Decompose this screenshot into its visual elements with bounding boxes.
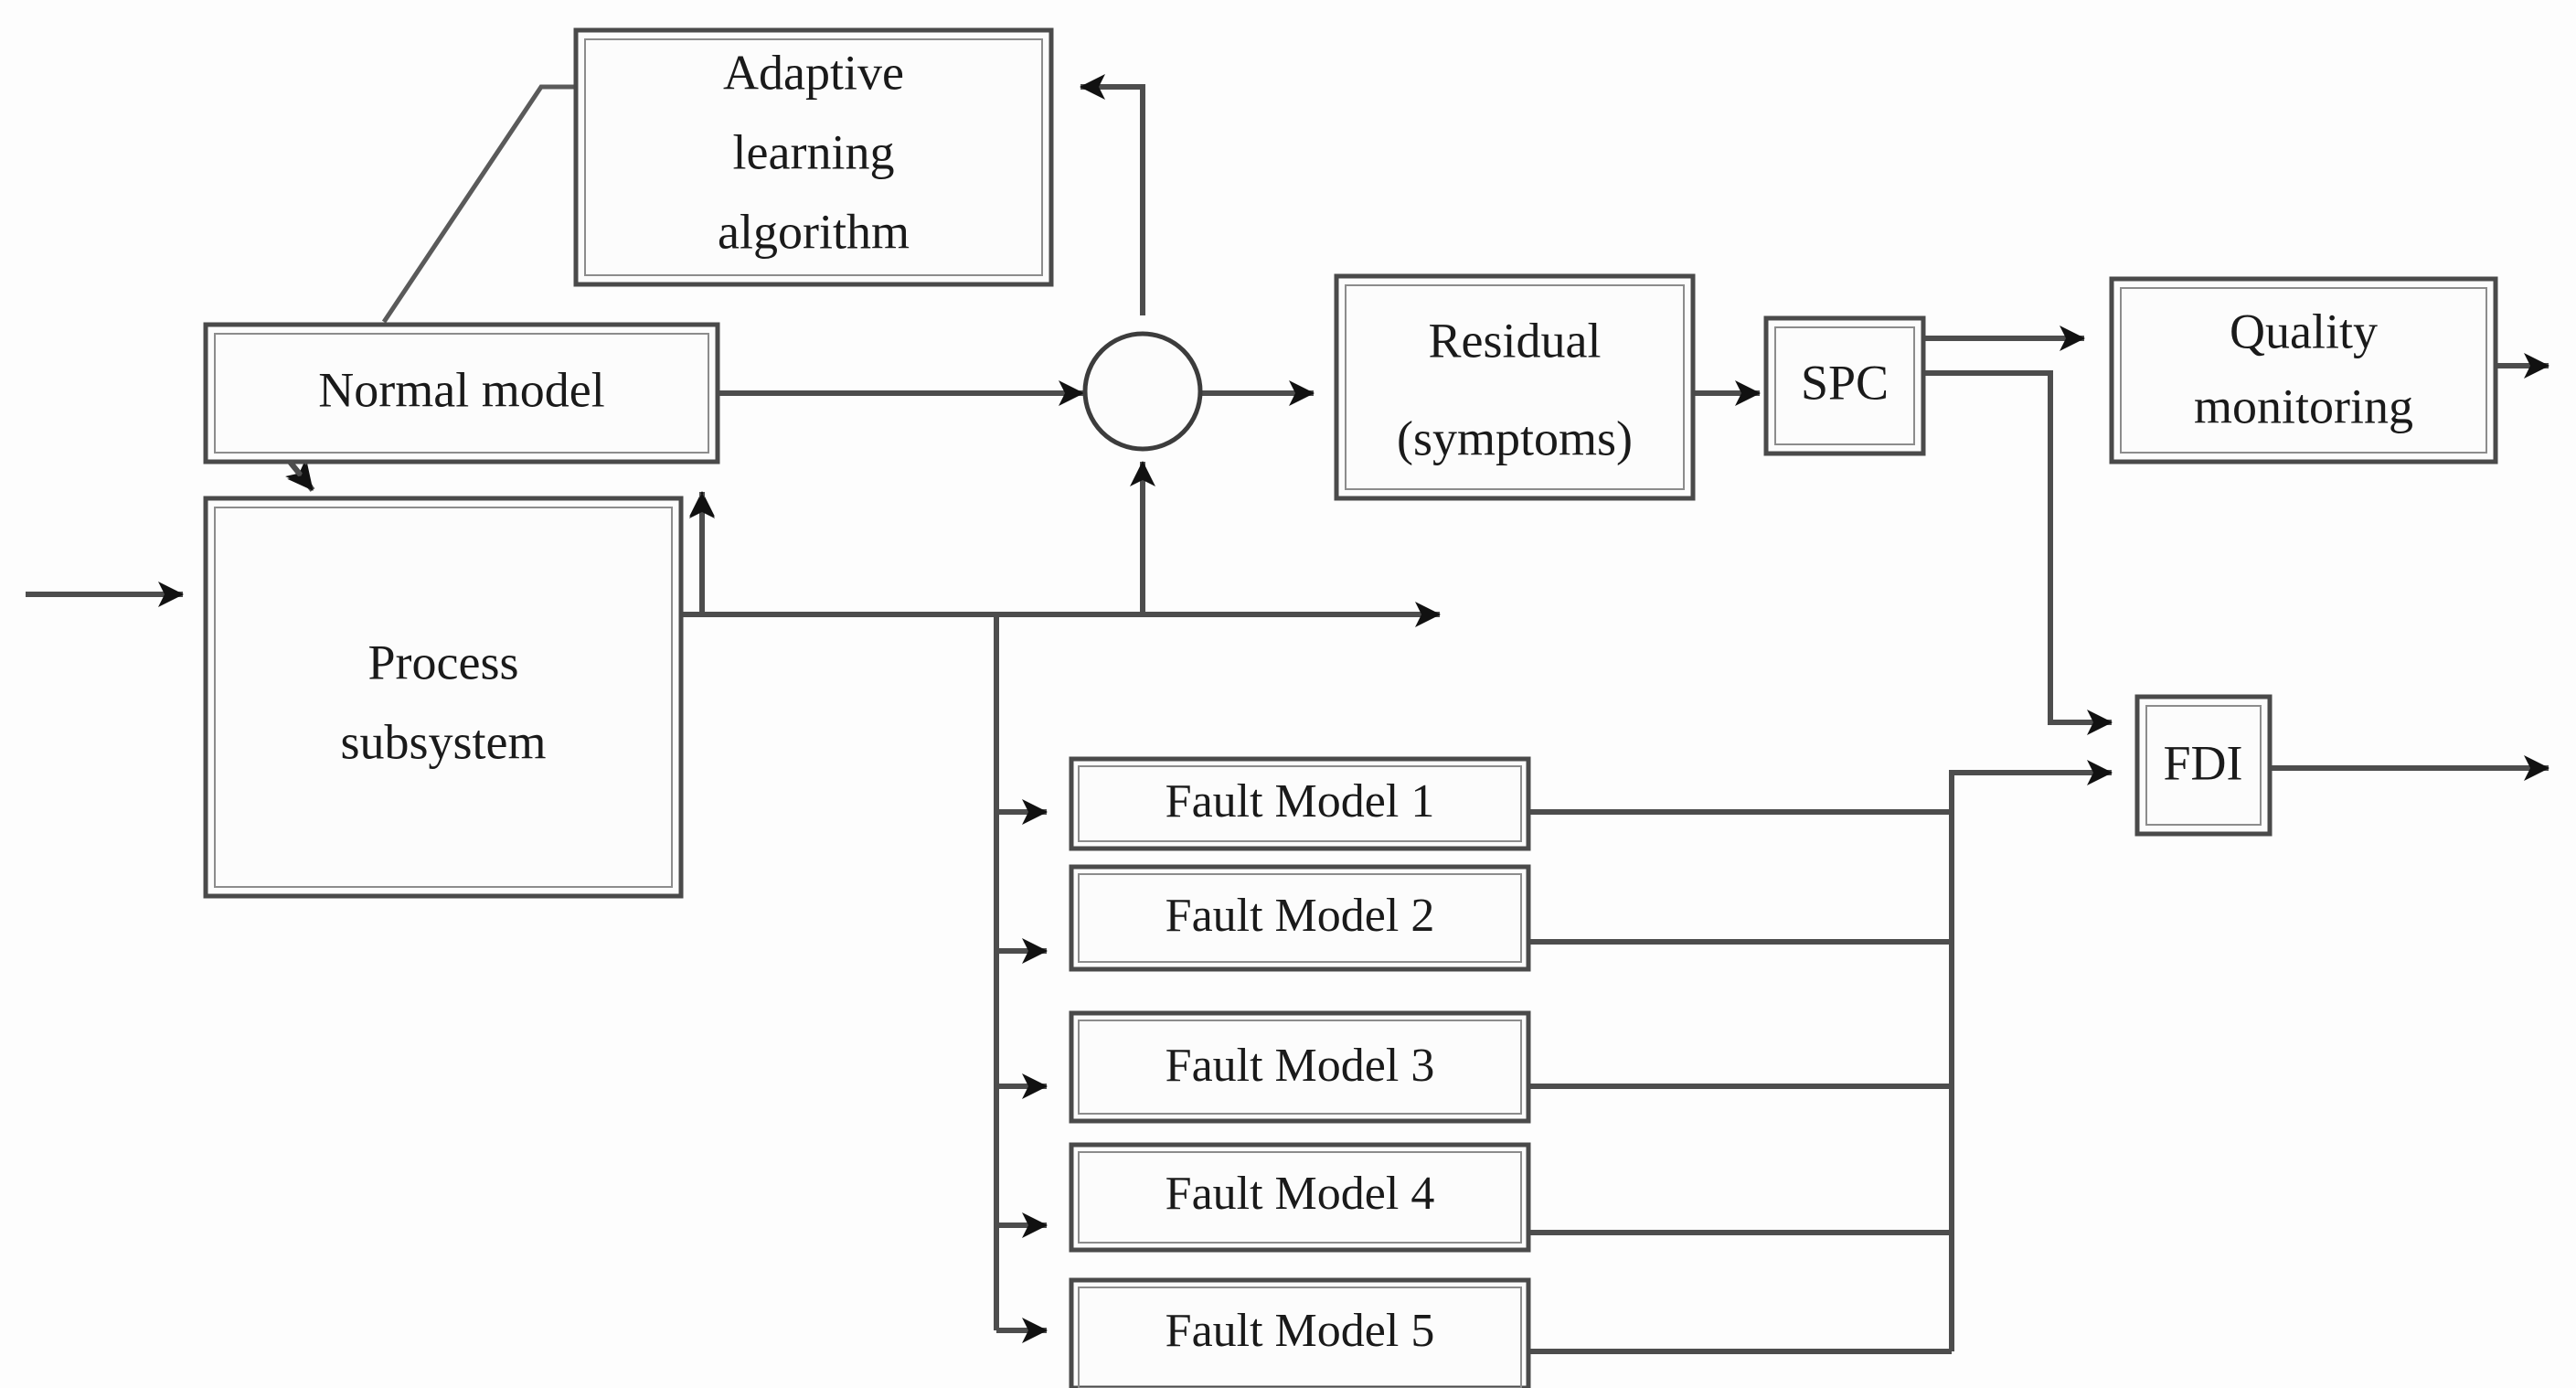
summing-junction[interactable] — [1082, 331, 1203, 452]
block-fault-model-1[interactable]: Fault Model 1 — [1069, 756, 1531, 851]
block-quality-monitoring[interactable]: Quality monitoring — [2109, 276, 2498, 464]
fault-model-3-label: Fault Model 3 — [1166, 1040, 1435, 1092]
block-residual[interactable]: Residual (symptoms) — [1334, 273, 1696, 501]
process-subsystem-label-line2: subsystem — [340, 714, 546, 769]
block-fault-model-5[interactable]: Fault Model 5 — [1069, 1277, 1531, 1388]
fault-model-2-label: Fault Model 2 — [1166, 890, 1435, 942]
residual-label-line2: (symptoms) — [1397, 411, 1633, 465]
block-process-subsystem[interactable]: Process subsystem — [203, 496, 684, 899]
block-fdi[interactable]: FDI — [2134, 694, 2273, 837]
block-fault-model-3[interactable]: Fault Model 3 — [1069, 1010, 1531, 1124]
quality-monitoring-label-line1: Quality — [2230, 304, 2378, 358]
normal-model-label: Normal model — [318, 362, 604, 417]
fault-model-5-label: Fault Model 5 — [1166, 1305, 1435, 1357]
quality-monitoring-label-line2: monitoring — [2194, 379, 2413, 433]
block-adaptive-learning-algorithm[interactable]: Adaptive learning algorithm — [573, 27, 1054, 287]
adaptive-learning-label-line1: Adaptive — [723, 45, 904, 100]
wire-spc-to-fdi — [1922, 370, 2113, 735]
wire-adaptive-learning-to-normal-model — [381, 84, 576, 324]
process-subsystem-label-line1: Process — [368, 635, 519, 689]
adaptive-learning-label-line2: learning — [733, 124, 895, 179]
spc-label: SPC — [1801, 355, 1889, 410]
block-fault-model-4[interactable]: Fault Model 4 — [1069, 1142, 1531, 1253]
fault-model-4-label: Fault Model 4 — [1166, 1168, 1435, 1220]
block-spc[interactable]: SPC — [1763, 315, 1926, 456]
adaptive-learning-label-line3: algorithm — [718, 204, 910, 259]
residual-label-line1: Residual — [1429, 313, 1602, 368]
wire-fault-model-collector-bus — [1949, 760, 2113, 1351]
wire-feedback-to-adaptive-learning — [1080, 74, 1145, 315]
fdi-label: FDI — [2163, 735, 2242, 790]
block-normal-model[interactable]: Normal model — [203, 322, 720, 464]
wire-overlay-stubs — [287, 460, 715, 603]
fault-model-1-label: Fault Model 1 — [1166, 775, 1435, 827]
block-fault-model-2[interactable]: Fault Model 2 — [1069, 864, 1531, 972]
